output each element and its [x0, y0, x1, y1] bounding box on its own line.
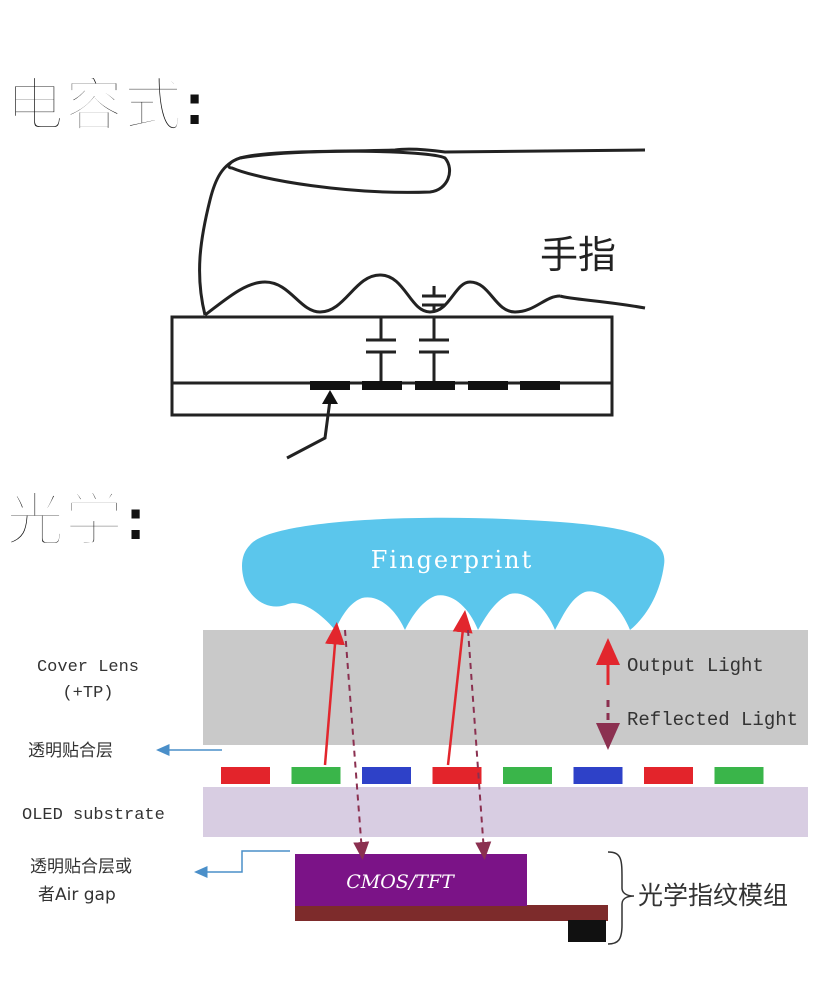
pointer-arrowhead — [322, 390, 338, 404]
cmos-label: CMOS/TFT — [346, 871, 455, 893]
capacitive-heading: 电容式: — [5, 70, 208, 140]
cmos-base — [295, 905, 608, 921]
electrode — [520, 381, 560, 390]
bond-layer-label: 透明贴合层 — [28, 741, 113, 761]
module-label: 光学指纹模组 — [638, 881, 788, 910]
capacitor-symbol — [419, 318, 449, 381]
fingerprint-label: Fingerprint — [371, 546, 533, 574]
fingernail — [227, 149, 451, 194]
finger-label: 手指 — [540, 233, 616, 277]
cover-lens-layer — [203, 630, 808, 745]
pixel-blue — [362, 767, 411, 784]
finger-underside — [559, 294, 646, 310]
output-light-arrow — [323, 622, 345, 766]
pixel-red — [221, 767, 270, 784]
pixel-green — [714, 767, 764, 784]
capacitor-symbol — [422, 286, 446, 312]
electrode — [468, 381, 508, 390]
pixel-red — [432, 767, 482, 784]
oled-substrate-layer — [203, 787, 808, 837]
pixel-green — [291, 767, 341, 784]
module-bracket — [607, 851, 635, 945]
cover-glass — [170, 315, 614, 417]
reflected-light-label: Reflected Light — [627, 709, 798, 731]
pixel-row — [221, 767, 764, 784]
connector-block — [568, 920, 606, 942]
pixel-green — [503, 767, 552, 784]
capacitive-diagram: 手指 — [170, 147, 646, 460]
output-light-label: Output Light — [627, 655, 764, 677]
oled-substrate-label: OLED substrate — [22, 806, 165, 825]
reflected-light-arrow — [344, 629, 370, 860]
finger-ridges — [204, 273, 561, 317]
cover-lens-sublabel: (+TP) — [62, 684, 113, 703]
electrode — [362, 381, 402, 390]
cover-lens-label: Cover Lens — [37, 658, 139, 677]
pointer-arrow — [286, 399, 332, 460]
optical-heading: 光学: — [5, 485, 149, 555]
electrode — [415, 381, 455, 390]
bond-or-gap-label: 透明贴合层或 — [30, 857, 132, 877]
bond-or-gap-sublabel: 者Air gap — [38, 885, 116, 905]
capacitor-symbol — [366, 318, 396, 381]
output-light-arrow — [446, 610, 473, 766]
reflected-light-arrow — [467, 629, 492, 860]
bond-or-gap-pointer — [194, 850, 290, 878]
cmos-sensor — [295, 854, 527, 906]
pixel-blue — [573, 767, 623, 784]
electrode — [310, 381, 350, 390]
fingerprint-blob — [242, 517, 665, 630]
pixel-red — [644, 767, 693, 784]
